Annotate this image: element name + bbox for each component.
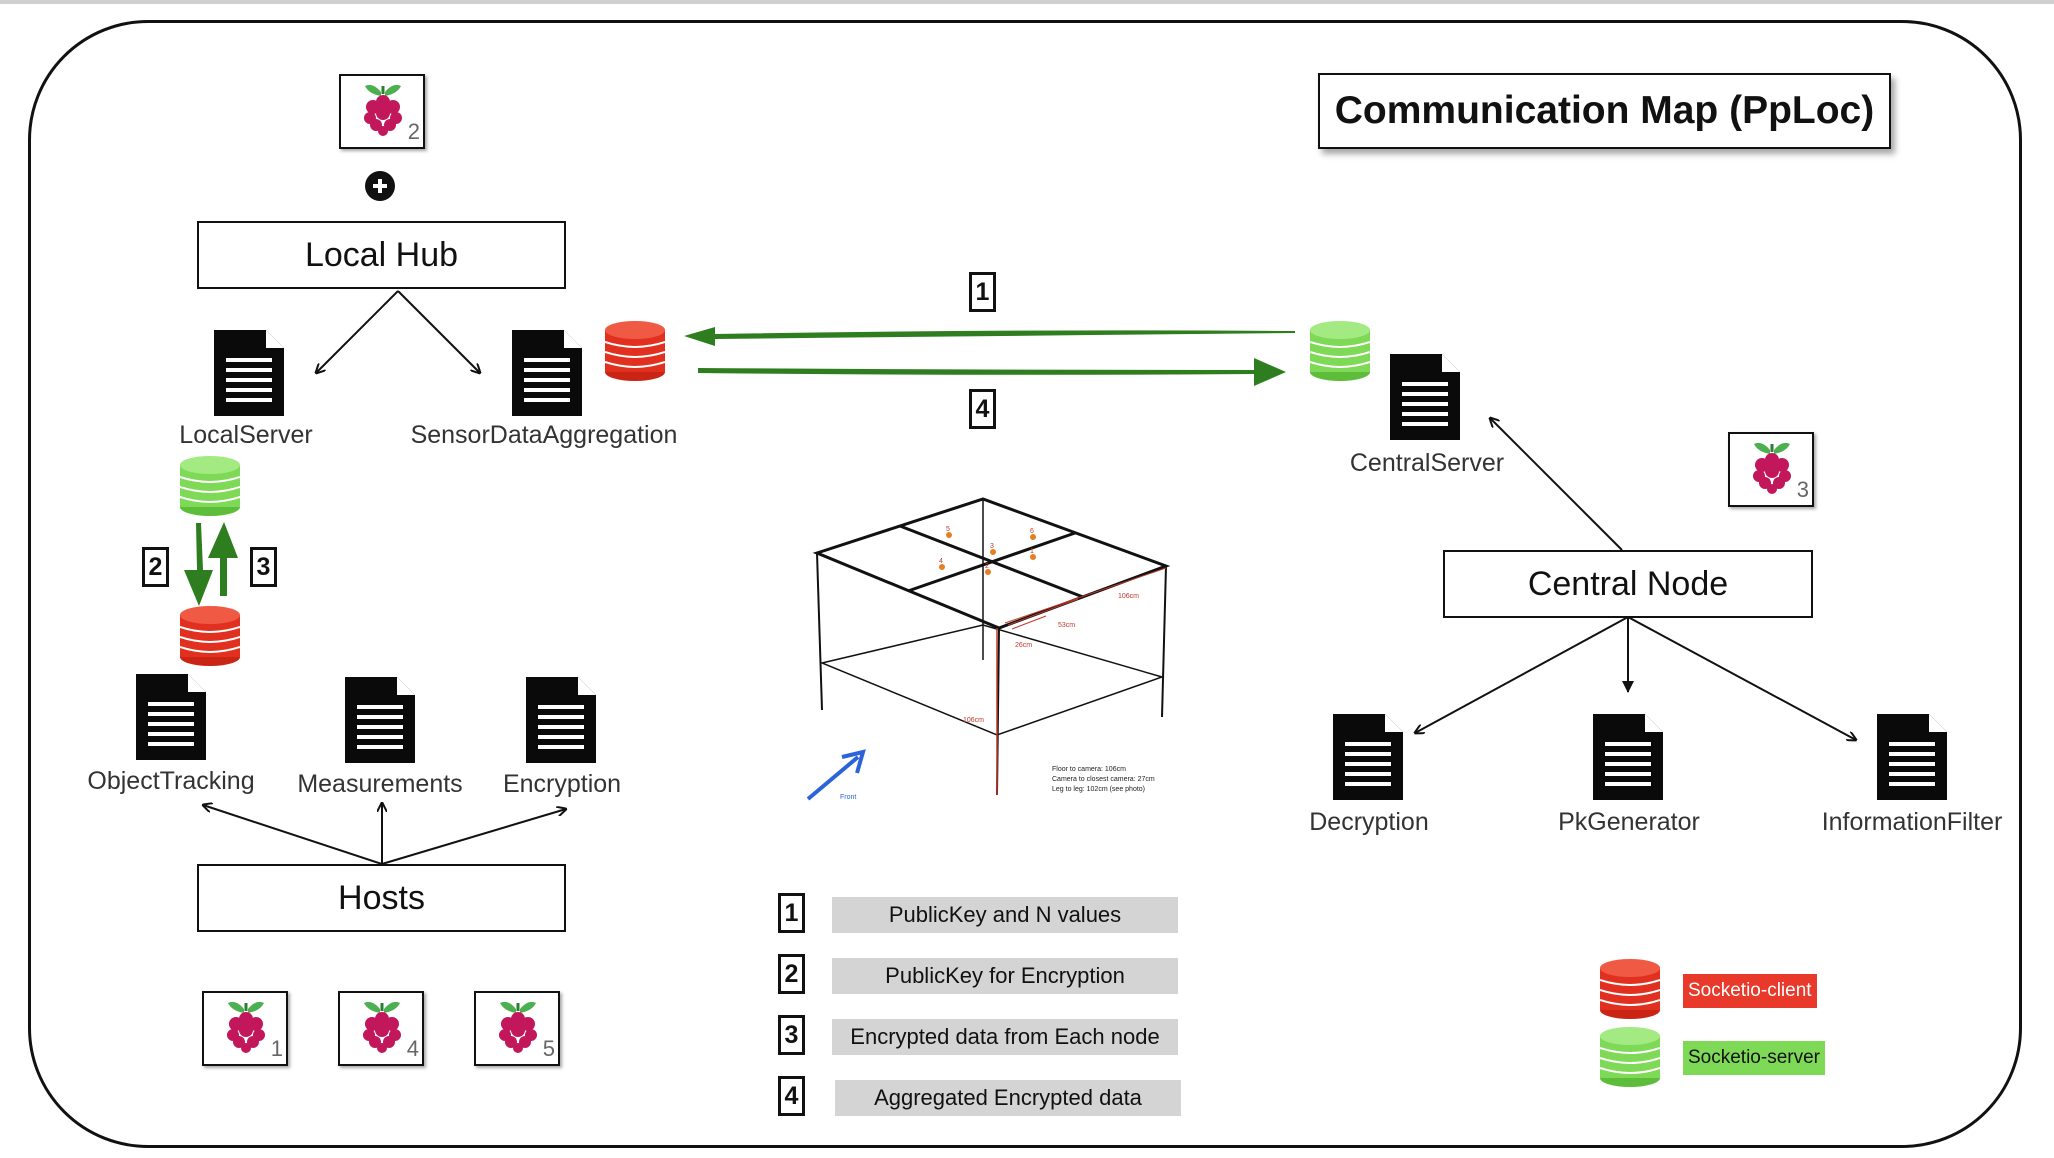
pi-number: 5 — [542, 1036, 555, 1061]
pi-number: 1 — [270, 1036, 283, 1061]
legend-step-num-2: 2 — [778, 954, 805, 994]
step-marker-3: 3 — [250, 547, 277, 587]
centralnode-to-infofilter-arrow — [1627, 616, 1856, 740]
dim-label: 53cm — [1058, 622, 1075, 629]
dim-label: 26cm — [1015, 642, 1032, 649]
step3-up-arrow — [208, 522, 238, 596]
cam-label: 5 — [946, 526, 950, 533]
cam-label: 1 — [1030, 548, 1034, 555]
decryption-file-icon — [1333, 714, 1403, 800]
top-edge-line — [0, 0, 2054, 4]
hosts-box: Hosts — [197, 864, 566, 932]
raspberry-pi-icon — [497, 1000, 539, 1055]
infofilter-file-icon — [1877, 714, 1947, 800]
photo-note: Camera to closest camera: 27cm — [1052, 776, 1155, 783]
hub-to-localserver-arrow — [316, 290, 399, 373]
pkgenerator-file-icon — [1593, 714, 1663, 800]
client-legend-db-icon — [1600, 958, 1660, 1020]
localserver-label: LocalServer — [179, 421, 313, 449]
hosts-to-tracking-arrow — [203, 805, 383, 865]
central-node-box: Central Node — [1443, 550, 1813, 618]
legend-step-label-3: Encrypted data from Each node — [832, 1019, 1178, 1055]
front-arrow-icon — [806, 755, 860, 801]
socketio-server-tag: Socketio-server — [1683, 1041, 1825, 1075]
diagram-frame — [28, 20, 2022, 1148]
raspberry-pi-icon — [361, 1000, 403, 1055]
step4-green-arrow — [698, 358, 1286, 386]
pi-number: 2 — [407, 119, 420, 144]
step-marker-1: 1 — [969, 272, 996, 312]
centralnode-to-decryption-arrow — [1415, 616, 1629, 733]
step1-green-arrow — [684, 327, 1295, 346]
legend-step-label-2: PublicKey for Encryption — [832, 958, 1178, 994]
encryption-label: Encryption — [502, 770, 622, 798]
aggregation-file-icon — [512, 330, 582, 416]
step-marker-2: 2 — [142, 547, 169, 587]
legend-step-num-3: 3 — [778, 1015, 805, 1055]
centralserver-label: CentralServer — [1349, 449, 1505, 477]
server-legend-db-icon — [1600, 1026, 1660, 1088]
aggregation-label: SensorDataAggregation — [410, 421, 678, 449]
legend-step-label-1: PublicKey and N values — [832, 897, 1178, 933]
central-server-db-icon — [1310, 320, 1370, 382]
measurements-file-icon — [345, 677, 415, 763]
front-label: Front — [840, 794, 856, 801]
raspberry-pi-central: 3 — [1728, 432, 1814, 507]
raspberry-pi-host-4: 4 — [338, 991, 424, 1066]
legend-step-label-4: Aggregated Encrypted data — [835, 1080, 1181, 1116]
step2-down-arrow — [184, 523, 213, 606]
raspberry-pi-hub: 2 — [339, 74, 425, 149]
measurements-label: Measurements — [297, 770, 463, 798]
cam-label: 6 — [1030, 528, 1034, 535]
cam-label: 3 — [990, 543, 994, 550]
socketio-client-tag: Socketio-client — [1683, 974, 1817, 1008]
photo-note: Floor to camera: 106cm — [1052, 766, 1126, 773]
hub-client-db-icon — [605, 320, 665, 382]
cam-label: 4 — [939, 558, 943, 565]
legend-step-num-4: 4 — [778, 1076, 805, 1116]
local-hub-box: Local Hub — [197, 221, 566, 289]
hub-to-aggregation-arrow — [397, 290, 480, 373]
objecttracking-label: ObjectTracking — [87, 767, 255, 795]
step-marker-4: 4 — [969, 389, 996, 429]
encryption-file-icon — [526, 677, 596, 763]
raspberry-pi-icon — [225, 1000, 267, 1055]
page-title: Communication Map (PpLoc) — [1318, 73, 1891, 149]
localserver-file-icon — [214, 330, 284, 416]
raspberry-pi-icon — [1751, 441, 1793, 496]
infofilter-label: InformationFilter — [1821, 808, 2003, 836]
hosts-to-encryption-arrow — [381, 809, 566, 865]
legend-step-num-1: 1 — [778, 893, 805, 933]
dim-label: 106cm — [1118, 593, 1139, 600]
localserver-server-db-icon — [180, 455, 240, 517]
hosts-client-db-icon — [180, 605, 240, 667]
raspberry-pi-host-5: 5 — [474, 991, 560, 1066]
pkgenerator-label: PkGenerator — [1558, 808, 1700, 836]
decryption-label: Decryption — [1309, 808, 1429, 836]
room-setup-sketch: 5 3 6 4 2 1 106cm 53cm 26cm 106cm Front … — [800, 495, 1180, 805]
pi-number: 3 — [1796, 477, 1809, 502]
centralserver-file-icon — [1390, 354, 1460, 440]
raspberry-pi-host-1: 1 — [202, 991, 288, 1066]
cam-label: 2 — [985, 563, 989, 570]
dim-label: 106cm — [963, 717, 984, 724]
pi-number: 4 — [406, 1036, 419, 1061]
photo-note: Leg to leg: 102cm (see photo) — [1052, 786, 1145, 793]
raspberry-pi-icon — [362, 83, 404, 138]
centralnode-to-centralserver-arrow — [1490, 418, 1623, 551]
objecttracking-file-icon — [136, 674, 206, 760]
